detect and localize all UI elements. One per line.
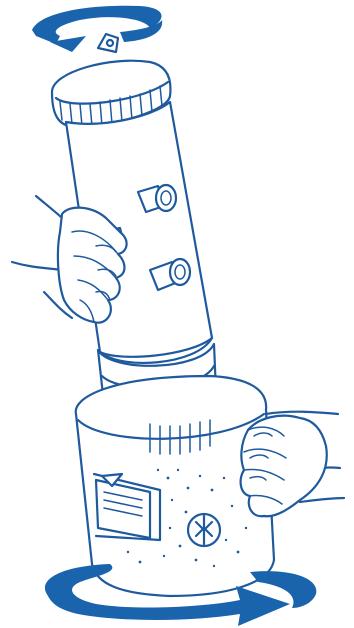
- rotate-arrow-top-icon: [32, 6, 162, 52]
- right-hand: [241, 412, 344, 517]
